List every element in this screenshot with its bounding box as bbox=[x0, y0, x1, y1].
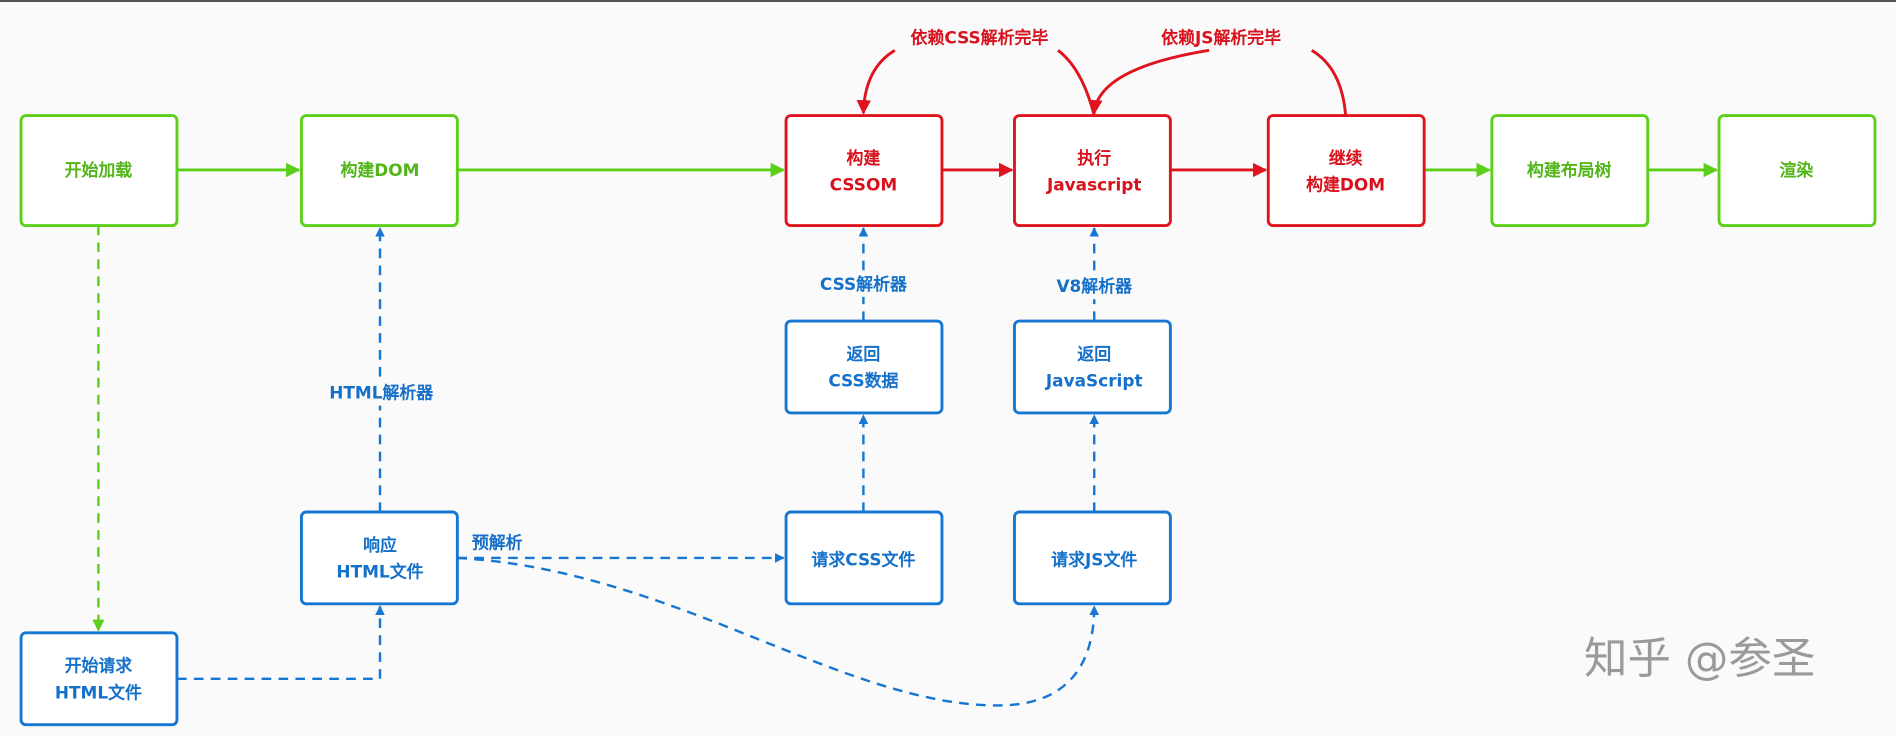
css-parser-label: CSS解析器 bbox=[820, 274, 908, 294]
edge-request-to-response bbox=[176, 605, 385, 680]
node-start-load: 开始加载 bbox=[19, 114, 179, 228]
svg-text:CSS数据: CSS数据 bbox=[828, 370, 898, 390]
svg-text:构建DOM: 构建DOM bbox=[1306, 175, 1385, 195]
svg-text:HTML文件: HTML文件 bbox=[55, 682, 142, 702]
depends-css-label: 依赖CSS解析完毕 bbox=[911, 27, 1049, 47]
svg-text:响应: 响应 bbox=[363, 535, 397, 555]
edge-depends-js bbox=[1094, 48, 1348, 115]
node-return-js: 返回 JavaScript bbox=[1013, 319, 1172, 415]
svg-text:请求CSS文件: 请求CSS文件 bbox=[811, 549, 915, 569]
svg-text:继续: 继续 bbox=[1329, 148, 1363, 168]
svg-text:构建: 构建 bbox=[846, 148, 880, 168]
node-request-html: 开始请求 HTML文件 bbox=[19, 631, 179, 727]
node-exec-js: 执行 Javascript bbox=[1013, 114, 1172, 228]
svg-text:返回: 返回 bbox=[846, 344, 880, 364]
svg-text:执行: 执行 bbox=[1077, 148, 1111, 168]
node-request-js: 请求JS文件 bbox=[1013, 510, 1172, 606]
node-response-html: 响应 HTML文件 bbox=[299, 510, 459, 606]
svg-text:返回: 返回 bbox=[1077, 344, 1111, 364]
svg-text:JavaScript: JavaScript bbox=[1045, 370, 1143, 390]
watermark: 知乎 @参圣 bbox=[1584, 634, 1815, 684]
depends-js-label: 依赖JS解析完毕 bbox=[1161, 27, 1281, 47]
node-render: 渲染 bbox=[1717, 114, 1877, 228]
node-return-css: 返回 CSS数据 bbox=[784, 319, 944, 415]
edge-preparse-js bbox=[457, 556, 1100, 707]
node-build-dom: 构建DOM bbox=[299, 114, 459, 228]
html-parser-label: HTML解析器 bbox=[329, 383, 434, 403]
svg-text:请求JS文件: 请求JS文件 bbox=[1051, 549, 1137, 569]
edge-depends-css bbox=[863, 49, 1096, 115]
node-build-cssom: 构建 CSSOM bbox=[784, 114, 944, 228]
svg-text:HTML文件: HTML文件 bbox=[336, 561, 423, 581]
svg-text:CSSOM: CSSOM bbox=[830, 175, 898, 195]
svg-text:构建DOM: 构建DOM bbox=[340, 160, 419, 180]
svg-text:Javascript: Javascript bbox=[1046, 175, 1142, 195]
preparse-label: 预解析 bbox=[472, 532, 523, 552]
svg-text:开始请求: 开始请求 bbox=[65, 656, 133, 676]
svg-text:构建布局树: 构建布局树 bbox=[1527, 160, 1612, 180]
node-build-layout: 构建布局树 bbox=[1490, 114, 1650, 228]
svg-text:渲染: 渲染 bbox=[1779, 160, 1813, 180]
svg-text:开始加载: 开始加载 bbox=[65, 160, 133, 180]
v8-parser-label: V8解析器 bbox=[1056, 276, 1133, 296]
node-request-css: 请求CSS文件 bbox=[784, 510, 944, 606]
